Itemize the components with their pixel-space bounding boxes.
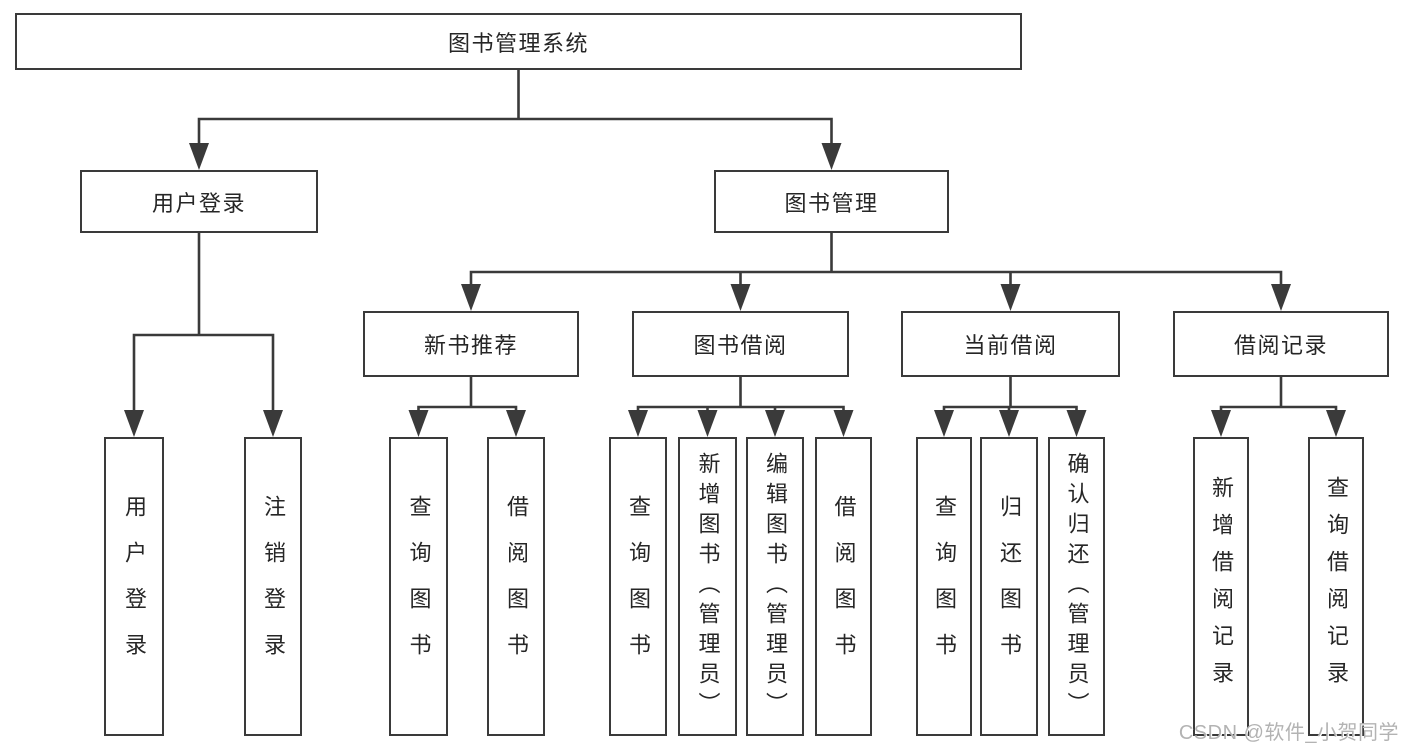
node-label-current-borrow: 当前借阅	[963, 333, 1058, 358]
node-label-leaf-bb-query: 查询图书	[626, 494, 651, 679]
node-label-leaf-user-login: 用户登录	[122, 494, 147, 679]
diagram-node-book-mgmt: 图书管理	[714, 170, 949, 233]
diagram-node-user-login: 用户登录	[80, 170, 318, 233]
diagram-node-leaf-cb-return: 归还图书	[980, 437, 1038, 736]
diagram-node-leaf-bb-add: 新增图书（管理员）	[678, 437, 737, 736]
node-label-leaf-br-add: 新增借阅记录	[1209, 475, 1234, 698]
diagram-node-leaf-br-add: 新增借阅记录	[1193, 437, 1249, 736]
node-label-leaf-bb-borrow: 借阅图书	[831, 494, 857, 679]
diagram-node-leaf-nb-query: 查询图书	[389, 437, 448, 736]
node-label-borrow-records: 借阅记录	[1233, 333, 1328, 358]
node-label-leaf-nb-query: 查询图书	[406, 494, 432, 679]
node-label-new-book-rec: 新书推荐	[423, 333, 518, 358]
diagram-node-root: 图书管理系统	[15, 13, 1022, 70]
diagram-node-new-book-rec: 新书推荐	[363, 311, 579, 377]
diagram-node-leaf-cb-query: 查询图书	[916, 437, 972, 736]
node-label-user-login: 用户登录	[151, 190, 246, 216]
diagram-node-leaf-nb-borrow: 借阅图书	[487, 437, 545, 736]
node-label-book-borrow: 图书借阅	[693, 333, 788, 358]
node-label-leaf-br-query: 查询借阅记录	[1324, 475, 1349, 698]
node-label-leaf-bb-edit: 编辑图书（管理员）	[763, 451, 788, 722]
node-label-leaf-logout: 注销登录	[261, 494, 286, 679]
node-label-leaf-nb-borrow: 借阅图书	[504, 494, 529, 679]
diagram-node-leaf-logout: 注销登录	[244, 437, 302, 736]
diagram-node-leaf-bb-borrow: 借阅图书	[815, 437, 872, 736]
node-label-leaf-cb-confirm: 确认归还（管理员）	[1064, 451, 1090, 722]
watermark: CSDN @软件_小贺同学	[1178, 722, 1399, 744]
diagram-node-leaf-bb-edit: 编辑图书（管理员）	[746, 437, 804, 736]
diagram-node-leaf-user-login: 用户登录	[104, 437, 164, 736]
diagram-node-current-borrow: 当前借阅	[901, 311, 1120, 377]
diagram-node-leaf-bb-query: 查询图书	[609, 437, 667, 736]
node-label-leaf-cb-query: 查询图书	[932, 494, 957, 679]
diagram-node-leaf-cb-confirm: 确认归还（管理员）	[1048, 437, 1105, 736]
node-label-leaf-cb-return: 归还图书	[997, 494, 1022, 679]
diagram-node-book-borrow: 图书借阅	[632, 311, 849, 377]
node-label-root: 图书管理系统	[447, 30, 589, 56]
node-label-leaf-bb-add: 新增图书（管理员）	[695, 451, 721, 722]
node-label-book-mgmt: 图书管理	[784, 190, 879, 216]
diagram-node-leaf-br-query: 查询借阅记录	[1308, 437, 1364, 736]
diagram-node-borrow-records: 借阅记录	[1173, 311, 1389, 377]
